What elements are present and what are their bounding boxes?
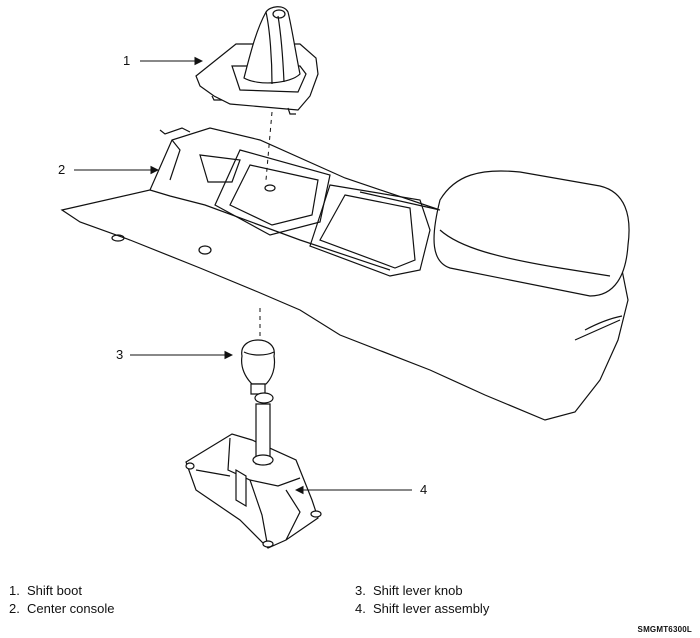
callout-1: 1 <box>123 53 131 68</box>
legend-label: Center console <box>27 601 115 616</box>
legend-item-shift-lever-knob: 3. Shift lever knob <box>355 582 489 600</box>
callout-2: 2 <box>58 162 66 177</box>
legend-left: 1. Shift boot 2. Center console <box>9 582 114 618</box>
legend-label: Shift lever assembly <box>373 601 490 616</box>
legend-number: 3. <box>355 583 366 598</box>
shift-boot-drawing <box>196 7 318 114</box>
legend-item-shift-boot: 1. Shift boot <box>9 582 114 600</box>
figure-code: SMGMT6300L <box>637 625 692 634</box>
legend-item-center-console: 2. Center console <box>9 600 114 618</box>
exploded-parts-diagram <box>0 0 700 570</box>
shift-knob-drawing <box>242 340 275 403</box>
legend-label: Shift boot <box>27 583 82 598</box>
callout-3: 3 <box>116 347 124 362</box>
legend-number: 1. <box>9 583 20 598</box>
shift-lever-assembly-drawing <box>186 404 321 548</box>
legend-number: 2. <box>9 601 20 616</box>
callout-leaders <box>74 56 412 495</box>
legend-number: 4. <box>355 601 366 616</box>
legend-label: Shift lever knob <box>373 583 463 598</box>
legend-right: 3. Shift lever knob 4. Shift lever assembl… <box>355 582 489 618</box>
legend-item-shift-lever-assembly: 4. Shift lever assembly <box>355 600 489 618</box>
center-console-drawing <box>62 128 629 420</box>
alignment-dashes <box>260 112 272 340</box>
callout-4: 4 <box>420 482 428 497</box>
